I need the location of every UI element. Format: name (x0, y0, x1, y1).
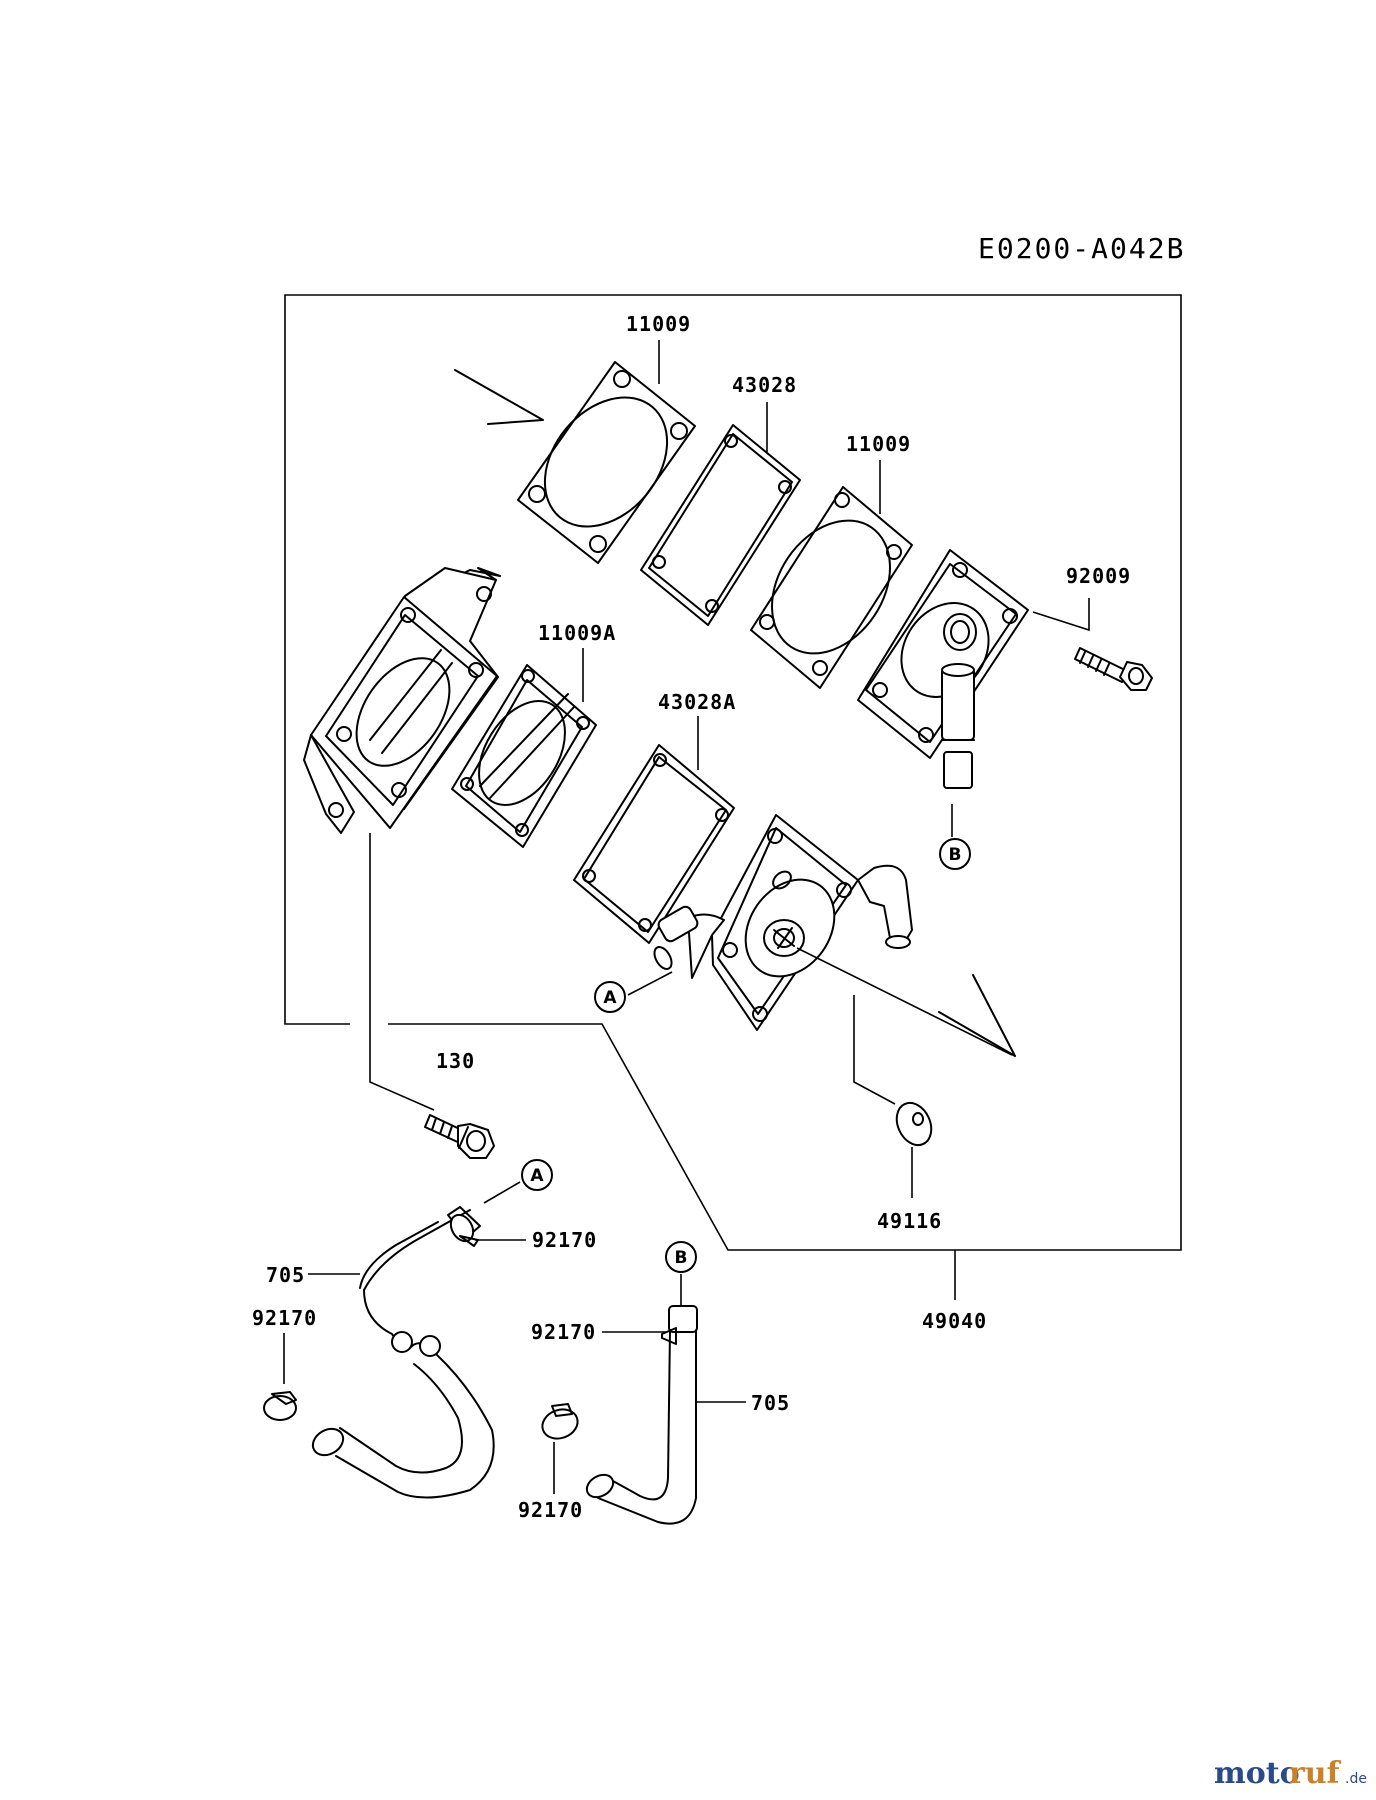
gasket-11009A (451, 664, 597, 848)
hose-right-705 (585, 1305, 698, 1525)
leader-connector-a-bottom (483, 1181, 521, 1204)
part-label-49040: 49040 (922, 1309, 987, 1333)
gasket-11009-top (517, 361, 696, 564)
hose-left-705 (311, 1206, 495, 1499)
clamp-left-92170 (263, 1391, 297, 1421)
leader-bolt-130 (369, 833, 435, 1111)
part-label-11009-top: 11009 (626, 312, 691, 336)
reference-code: E0200-A042B (978, 232, 1185, 265)
leader-connector-a-top (627, 971, 673, 996)
part-label-92170-bottom: 92170 (518, 1498, 583, 1522)
part-label-705-right: 705 (751, 1391, 790, 1415)
bolt-92009 (1074, 647, 1153, 691)
assembly-frame (284, 294, 1182, 1251)
valve-49116 (895, 1101, 933, 1147)
connector-b-bottom: B (665, 1241, 697, 1273)
part-label-130: 130 (436, 1049, 475, 1073)
svg-text:ruf: ruf (1289, 1756, 1342, 1791)
part-label-43028A: 43028A (658, 690, 736, 714)
gasket-11009-second (750, 486, 913, 689)
watermark-logo: moto ruf .de (1214, 1756, 1367, 1791)
connector-b-top: B (939, 838, 971, 870)
svg-text:A: A (530, 1166, 544, 1186)
pump-cover-top (857, 549, 1029, 789)
part-label-11009-second: 11009 (846, 432, 911, 456)
svg-text:A: A (603, 988, 617, 1008)
part-label-92170-b: 92170 (531, 1320, 596, 1344)
pump-body-lower (653, 814, 913, 1031)
bolt-130 (424, 1114, 495, 1159)
svg-text:B: B (949, 845, 962, 865)
leader-valve (853, 995, 896, 1105)
svg-text:B: B (675, 1248, 688, 1268)
clamp-a-92170 (449, 1213, 479, 1247)
part-label-705-left: 705 (266, 1263, 305, 1287)
part-label-92170-left: 92170 (252, 1306, 317, 1330)
pump-body-flange (303, 567, 501, 834)
part-label-92170-a: 92170 (532, 1228, 597, 1252)
part-label-49116: 49116 (877, 1209, 942, 1233)
connector-a-top: A (594, 981, 626, 1013)
diaphragm-43028 (640, 424, 801, 626)
leader-body-pump (796, 947, 1013, 1056)
part-label-92009: 92009 (1066, 564, 1131, 588)
svg-text:moto: moto (1214, 1756, 1300, 1791)
part-label-11009A: 11009A (538, 621, 616, 645)
arrow-upper-left (454, 369, 544, 425)
leader-bolt-top (1032, 598, 1090, 632)
arrow-lower-right (938, 974, 1016, 1057)
diaphragm-43028A (573, 744, 735, 944)
svg-text:.de: .de (1345, 1771, 1367, 1787)
connector-a-bottom: A (521, 1159, 553, 1191)
clamp-bottom-92170 (541, 1403, 579, 1440)
part-label-43028: 43028 (732, 373, 797, 397)
